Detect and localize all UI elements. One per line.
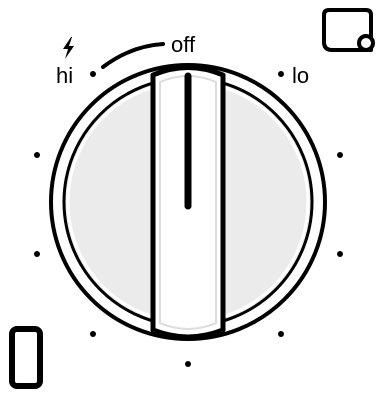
tick-dot bbox=[278, 71, 284, 77]
element-position-icon bbox=[324, 10, 373, 50]
tick-dot bbox=[337, 152, 343, 158]
tick-dot bbox=[90, 71, 96, 77]
tick-dot bbox=[34, 152, 40, 158]
tick-dot bbox=[278, 331, 284, 337]
tick-dot bbox=[185, 361, 191, 367]
lo-label: lo bbox=[292, 63, 309, 88]
power-level-display: 0 bbox=[0, 0, 40, 386]
setting-arc bbox=[103, 44, 163, 67]
tick-dot bbox=[90, 331, 96, 337]
lightning-bolt-icon bbox=[63, 37, 74, 59]
off-label: off bbox=[171, 32, 196, 57]
tick-dot bbox=[337, 251, 343, 257]
control-knob[interactable] bbox=[51, 65, 325, 339]
tick-dot bbox=[34, 251, 40, 257]
hi-label: hi bbox=[56, 63, 73, 88]
